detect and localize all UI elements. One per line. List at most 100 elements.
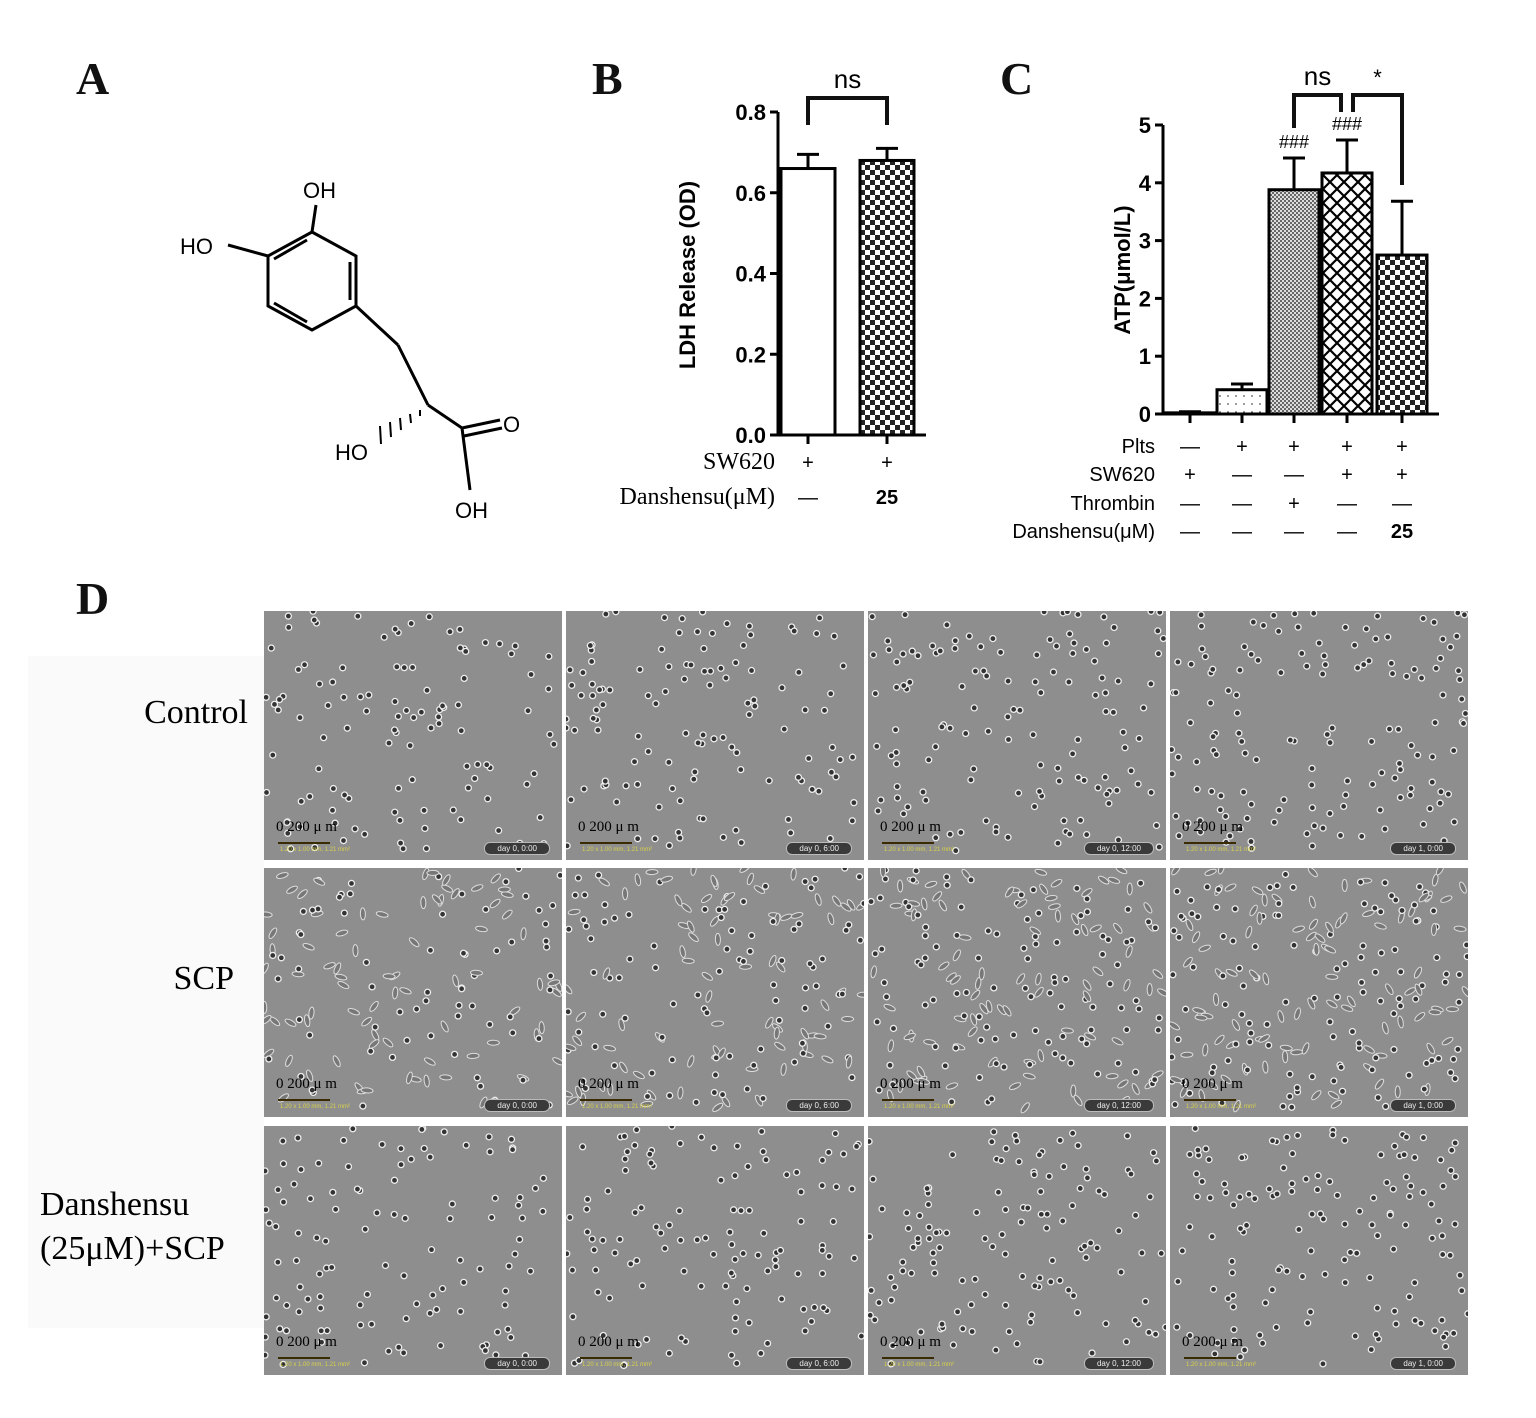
y-axis-label: ATP(μmol/L)	[1110, 205, 1135, 334]
timestamp-badge: day 0, 12:00	[1083, 1099, 1154, 1112]
significance-bracket	[806, 96, 889, 125]
panel-label-c: C	[1000, 53, 1034, 104]
y-tick-label: 0.6	[735, 181, 766, 206]
timestamp-badge: day 0, 0:00	[484, 1099, 550, 1112]
scale-area-label: 1.20 x 1.00 mm, 1.21 mm²	[884, 847, 955, 853]
significance-bracket	[1351, 93, 1404, 185]
scale-bar-label: 0 200 μ m	[880, 1076, 941, 1092]
y-tick-label: 2	[1139, 286, 1151, 311]
cells-image	[1170, 868, 1468, 1113]
scale-bar-label: 0 200 μ m	[276, 1076, 337, 1092]
timestamp-badge: day 0, 6:00	[786, 842, 852, 855]
y-tick-label: 0.4	[735, 262, 766, 287]
timestamp-badge: day 1, 0:00	[1390, 1099, 1456, 1112]
condition-value: —	[1180, 436, 1200, 458]
condition-value: —	[1232, 521, 1252, 543]
condition-value: 25	[876, 487, 898, 509]
y-tick-label: 5	[1139, 113, 1151, 138]
timestamp-badge: day 0, 0:00	[484, 1357, 550, 1370]
y-axis-label: LDH Release (OD)	[675, 181, 700, 369]
micrograph: 0 200 μ m 1.20 x 1.00 mm, 1.21 mm² day 0, …	[868, 868, 1166, 1117]
timestamp-badge: day 0, 6:00	[786, 1357, 852, 1370]
bar	[858, 158, 916, 437]
micrograph: 0 200 μ m 1.20 x 1.00 mm, 1.21 mm² day 0, …	[264, 1126, 562, 1375]
y-tick-label: 3	[1139, 229, 1151, 254]
cells-image	[868, 611, 1166, 855]
condition-value: —	[1337, 521, 1357, 543]
timestamp-badge: day 0, 12:00	[1083, 1357, 1154, 1370]
scale-area-label: 1.20 x 1.00 mm, 1.21 mm²	[280, 847, 351, 853]
cells-image	[264, 868, 562, 1110]
condition-value: +	[1288, 436, 1300, 458]
condition-value: —	[1392, 493, 1412, 515]
cells-image	[566, 611, 858, 854]
y-tick-label: 0.8	[735, 100, 766, 125]
panel-label-b: B	[592, 53, 623, 104]
scale-bar-label: 0 200 μ m	[1182, 819, 1243, 835]
scale-bar-label: 0 200 μ m	[276, 819, 337, 835]
scale-area-label: 1.20 x 1.00 mm, 1.21 mm²	[1186, 1362, 1257, 1368]
condition-label: Plts	[1122, 436, 1155, 458]
y-tick-label: 0.2	[735, 342, 766, 367]
micrograph: 0 200 μ m 1.20 x 1.00 mm, 1.21 mm² day 1, …	[1170, 1126, 1468, 1375]
condition-value: +	[881, 452, 893, 474]
cells-image	[1170, 611, 1468, 852]
scale-bar-label: 0 200 μ m	[578, 1076, 639, 1092]
row-label-danshensu-dose: (25μM)+SCP	[40, 1230, 225, 1267]
timestamp-badge: day 1, 0:00	[1390, 842, 1456, 855]
scale-area-label: 1.20 x 1.00 mm, 1.21 mm²	[884, 1104, 955, 1110]
cells-image	[264, 611, 558, 853]
row-label-scp: SCP	[173, 960, 235, 997]
condition-value: —	[1337, 493, 1357, 515]
scale-bar-label: 0 200 μ m	[276, 1334, 337, 1350]
atom-ho-left: HO	[180, 234, 213, 259]
condition-value: —	[798, 487, 818, 509]
scale-bar-label: 0 200 μ m	[1182, 1076, 1243, 1092]
condition-value: —	[1284, 464, 1304, 486]
atom-oh-bottom: OH	[455, 498, 488, 523]
scale-area-label: 1.20 x 1.00 mm, 1.21 mm²	[280, 1362, 351, 1368]
significance-mark: ###	[1279, 132, 1309, 152]
scale-area-label: 1.20 x 1.00 mm, 1.21 mm²	[884, 1362, 955, 1368]
condition-value: —	[1232, 464, 1252, 486]
timestamp-badge: day 1, 0:00	[1390, 1357, 1456, 1370]
cells-image	[868, 1128, 1166, 1368]
condition-label: SW620	[1089, 464, 1155, 486]
condition-label: SW620	[703, 449, 775, 475]
micrograph: 0 200 μ m 1.20 x 1.00 mm, 1.21 mm² day 1, …	[1170, 868, 1468, 1117]
timestamp-badge: day 0, 12:00	[1083, 842, 1154, 855]
bar	[1267, 188, 1321, 416]
atom-o: O	[503, 412, 520, 437]
significance-label: *	[1373, 65, 1382, 90]
condition-value: +	[1184, 464, 1196, 486]
panel-label-a: A	[76, 53, 110, 104]
condition-value: +	[1396, 464, 1408, 486]
significance-bracket	[1292, 93, 1343, 128]
significance-label: ns	[834, 64, 861, 94]
panel-label-d: D	[76, 573, 110, 624]
condition-value: +	[1341, 436, 1353, 458]
cells-image	[1173, 1126, 1468, 1368]
cells-image	[566, 1126, 864, 1370]
bar	[1163, 411, 1217, 416]
scale-bar-label: 0 200 μ m	[1182, 1334, 1243, 1350]
micrograph: 0 200 μ m 1.20 x 1.00 mm, 1.21 mm² day 0, …	[868, 1126, 1166, 1375]
scale-area-label: 1.20 x 1.00 mm, 1.21 mm²	[582, 1362, 653, 1368]
scale-area-label: 1.20 x 1.00 mm, 1.21 mm²	[1186, 1104, 1257, 1110]
scale-bar-label: 0 200 μ m	[880, 819, 941, 835]
y-tick-label: 4	[1139, 171, 1152, 196]
timestamp-badge: day 0, 6:00	[786, 1099, 852, 1112]
bar	[779, 167, 837, 437]
y-tick-label: 0.0	[735, 423, 766, 448]
scale-bar-label: 0 200 μ m	[880, 1334, 941, 1350]
condition-value: +	[1396, 436, 1408, 458]
bar	[1215, 388, 1269, 416]
condition-label: Thrombin	[1071, 493, 1155, 515]
condition-value: —	[1232, 493, 1252, 515]
